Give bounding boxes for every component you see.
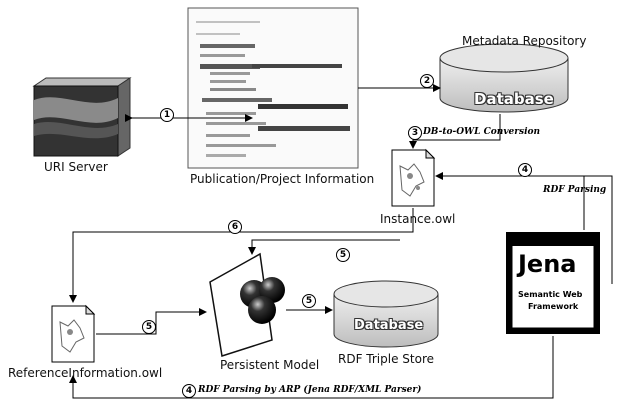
step-5a-marker: 5 [336, 248, 350, 262]
step-4a-label: RDF Parsing [543, 185, 606, 195]
step-4a-marker: 4 [518, 163, 532, 177]
uri-server-icon [34, 78, 130, 156]
step-3-label: DB-to-OWL Conversion [423, 127, 540, 137]
edge-5a [252, 240, 400, 254]
persistent-model-label: Persistent Model [220, 358, 319, 372]
jena-logo-text: Jena [518, 250, 577, 278]
step-6-marker: 6 [228, 220, 242, 234]
step-5c-marker: 5 [302, 294, 316, 308]
instance-owl-file-icon [392, 150, 434, 206]
uri-server-label: URI Server [44, 160, 108, 174]
step-2-marker: 2 [420, 74, 434, 88]
jena-subtitle-2: Framework [528, 302, 578, 311]
reference-owl-label: ReferenceInformation.owl [8, 366, 162, 380]
reference-owl-file-icon [52, 306, 94, 362]
jena-logo-icon [506, 232, 600, 334]
publication-label: Publication/Project Information [190, 172, 374, 186]
database-top-label: Database [474, 90, 554, 108]
step-4b-marker: 4 [182, 384, 196, 398]
publication-screenshot-icon [188, 8, 358, 168]
step-4b-label: RDF Parsing by ARP (Jena RDF/XML Parser) [198, 385, 421, 395]
metadata-repository-label: Metadata Repository [462, 34, 586, 48]
step-3-marker: 3 [408, 126, 422, 140]
step-1-marker: 1 [160, 108, 174, 122]
step-5b-marker: 5 [142, 320, 156, 334]
database-bottom-label: Database [354, 318, 423, 333]
database-bottom-icon [334, 281, 438, 347]
rdf-triple-store-label: RDF Triple Store [338, 352, 434, 366]
persistent-model-icon [210, 254, 285, 356]
jena-subtitle-1: Semantic Web [518, 290, 582, 299]
instance-owl-label: Instance.owl [380, 212, 455, 226]
